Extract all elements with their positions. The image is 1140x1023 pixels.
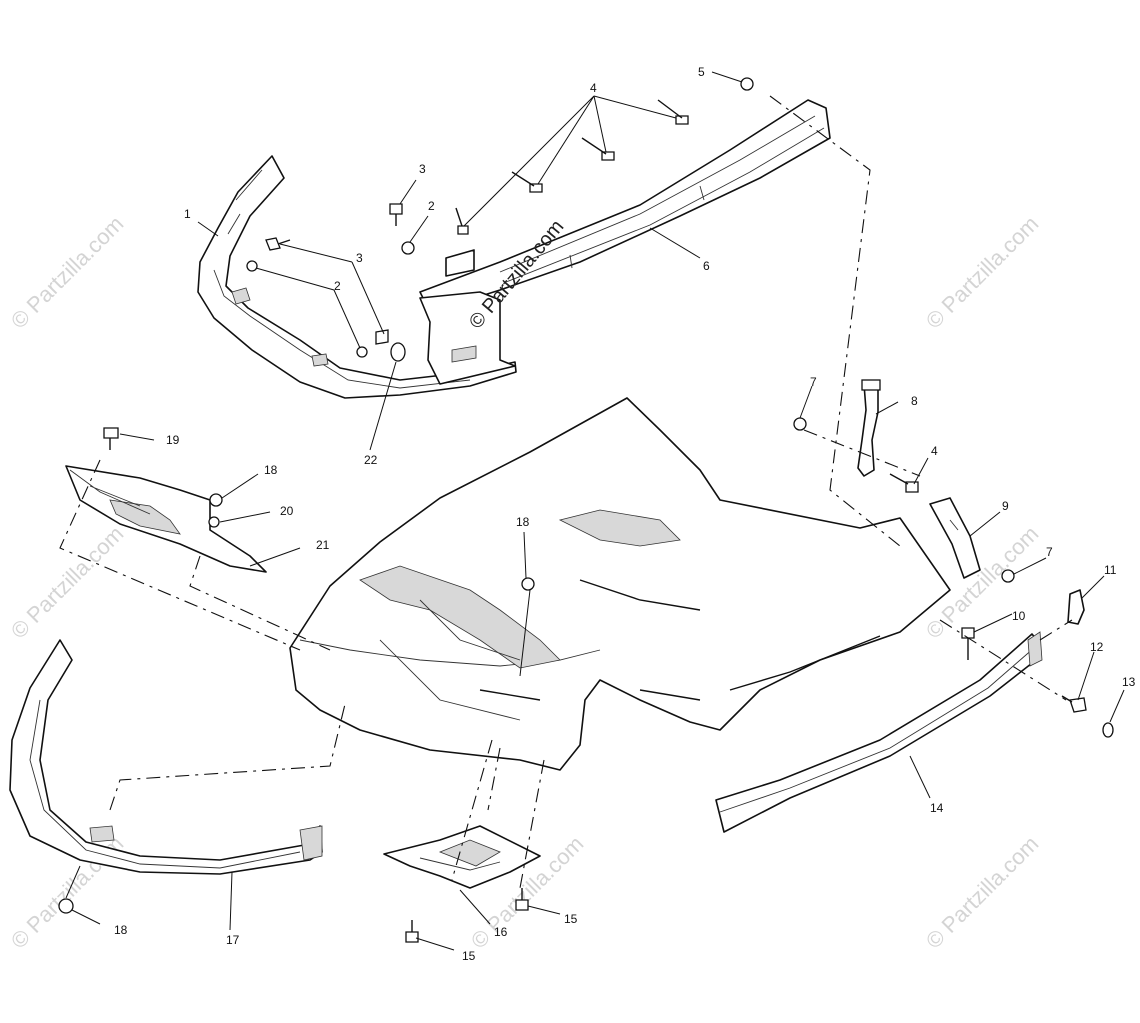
callout-22: 22 (364, 453, 378, 467)
callout-4: 4 (590, 81, 597, 95)
leader-lines (65, 71, 1125, 951)
callout-17: 17 (226, 933, 240, 947)
callout-14: 14 (930, 801, 944, 815)
part-6-rail (419, 99, 831, 385)
callout-11: 11 (1104, 563, 1117, 577)
callout-15: 15 (462, 949, 476, 963)
callout-2: 2 (428, 199, 435, 213)
assembly-lines (59, 95, 1073, 889)
callout-18: 18 (114, 923, 128, 937)
watermark: © Partzilla.com (6, 521, 129, 644)
callout-7: 7 (1046, 545, 1053, 559)
callout-12: 12 (1090, 640, 1104, 654)
watermark: © Partzilla.com (6, 211, 129, 334)
part-17-bumper (9, 639, 323, 875)
callout-8: 8 (911, 394, 918, 408)
callout-20: 20 (280, 504, 294, 518)
callout-21: 21 (316, 538, 330, 552)
callout-7: 7 (810, 375, 817, 389)
callout-19: 19 (166, 433, 180, 447)
callout-15: 15 (564, 912, 578, 926)
callout-labels: 1 2 2 3 3 4 4 5 6 7 7 8 9 10 11 12 13 14… (114, 65, 1136, 963)
callout-18: 18 (516, 515, 530, 529)
callout-4: 4 (931, 444, 938, 458)
callout-5: 5 (698, 65, 705, 79)
watermark: © Partzilla.com (921, 831, 1044, 954)
part-21-side-plate (65, 465, 267, 573)
part-14-bumper (715, 631, 1043, 833)
callout-16: 16 (494, 925, 508, 939)
callout-13: 13 (1122, 675, 1136, 689)
callout-6: 6 (703, 259, 710, 273)
part-1-bracket (197, 155, 517, 399)
watermark: © Partzilla.com (921, 211, 1044, 334)
callout-9: 9 (1002, 499, 1009, 513)
callout-2: 2 (334, 279, 341, 293)
part-11-clip (1067, 589, 1085, 625)
hood-body (289, 397, 951, 771)
part-8-strut (857, 379, 881, 477)
part-16-skid-plate (383, 825, 541, 889)
callout-10: 10 (1012, 609, 1026, 623)
callout-3: 3 (356, 251, 363, 265)
part-9-bracket (929, 497, 981, 579)
callout-3: 3 (419, 162, 426, 176)
hardware-group (58, 77, 1114, 943)
callout-1: 1 (184, 207, 191, 221)
callout-18: 18 (264, 463, 278, 477)
